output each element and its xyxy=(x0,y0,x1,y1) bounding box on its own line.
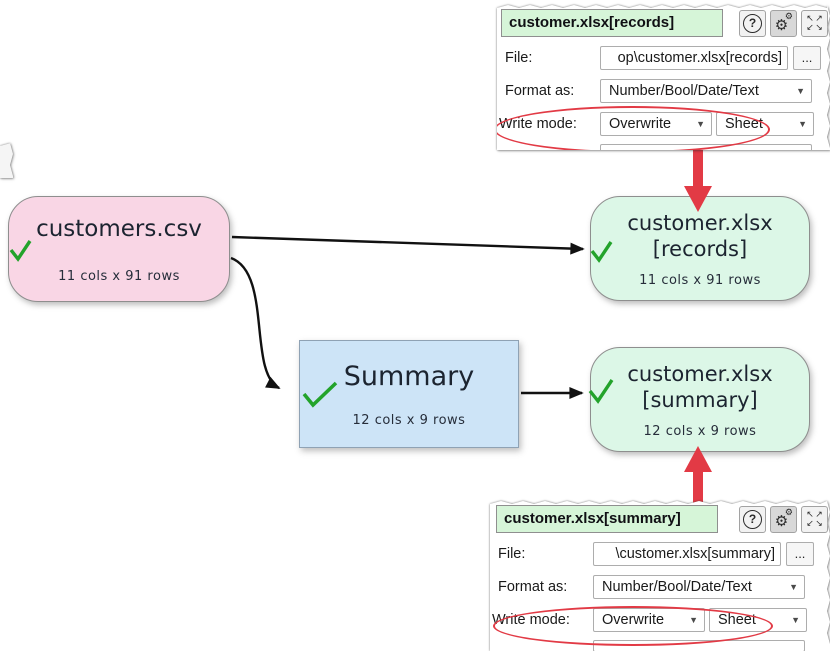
gear-icon: ⚙ xyxy=(774,512,789,530)
red-annotation-arrow-up-icon xyxy=(684,446,712,508)
chevron-down-icon: ▼ xyxy=(696,119,705,129)
chevron-down-icon: ▼ xyxy=(796,86,805,96)
node-title: Summary xyxy=(343,360,475,392)
write-mode-label: Write mode: xyxy=(492,612,570,628)
panel-titlebar: customer.xlsx[records] ? ⚙ ⚙ ↖↗↙↘ xyxy=(501,9,828,37)
file-input[interactable]: \customer.xlsx[summary] xyxy=(593,542,781,566)
node-customers-csv[interactable]: customers.csv 11 cols x 91 rows xyxy=(8,196,230,302)
chevron-down-icon: ▼ xyxy=(689,615,698,625)
connector-source-to-summary xyxy=(230,256,281,390)
clipped-next-field xyxy=(593,640,805,651)
panel-title: customer.xlsx[records] xyxy=(501,9,723,37)
write-mode-select[interactable]: Overwrite ▼ xyxy=(593,608,705,632)
node-customer-xlsx-summary[interactable]: customer.xlsx [summary] 12 cols x 9 rows xyxy=(590,347,810,452)
node-summary-transform[interactable]: Summary 12 cols x 9 rows xyxy=(299,340,519,448)
node-title: customer.xlsx [records] xyxy=(627,210,773,261)
write-mode-select[interactable]: Overwrite ▼ xyxy=(600,112,712,136)
help-button[interactable]: ? xyxy=(739,9,766,37)
format-as-select[interactable]: Number/Bool/Date/Text ▼ xyxy=(600,79,812,103)
gear-small-icon: ⚙ xyxy=(784,506,793,517)
help-icon: ? xyxy=(743,509,762,529)
expand-button[interactable]: ↖↗↙↘ xyxy=(801,505,828,533)
browse-button[interactable]: ... xyxy=(786,542,814,566)
node-customer-xlsx-records[interactable]: customer.xlsx [records] 11 cols x 91 row… xyxy=(590,196,810,301)
format-as-label: Format as: xyxy=(498,579,568,595)
connector-source-to-records xyxy=(231,235,585,255)
chevron-down-icon: ▼ xyxy=(798,119,807,129)
file-input[interactable]: op\customer.xlsx[records] xyxy=(600,46,788,70)
format-as-label: Format as: xyxy=(505,83,575,99)
expand-button[interactable]: ↖↗↙↘ xyxy=(801,9,828,37)
chevron-down-icon: ▼ xyxy=(791,615,800,625)
write-target-select[interactable]: Sheet ▼ xyxy=(709,608,807,632)
clipped-next-field xyxy=(600,144,812,150)
expand-icon: ↖↗↙↘ xyxy=(806,509,823,528)
node-stats: 11 cols x 91 rows xyxy=(58,268,180,284)
node-stats: 12 cols x 9 rows xyxy=(352,412,466,428)
help-icon: ? xyxy=(743,13,762,33)
expand-icon: ↖↗↙↘ xyxy=(806,13,823,32)
write-target-select[interactable]: Sheet ▼ xyxy=(716,112,814,136)
file-label: File: xyxy=(498,546,526,562)
left-edge-fragment xyxy=(0,143,13,178)
panel-title: customer.xlsx[summary] xyxy=(496,505,718,533)
panel-titlebar: customer.xlsx[summary] ? ⚙ ⚙ ↖↗↙↘ xyxy=(494,505,828,533)
format-as-select[interactable]: Number/Bool/Date/Text ▼ xyxy=(593,575,805,599)
settings-button[interactable]: ⚙ ⚙ xyxy=(770,505,797,533)
gear-icon: ⚙ xyxy=(774,16,789,34)
write-mode-label: Write mode: xyxy=(499,116,577,132)
node-title: customers.csv xyxy=(36,215,202,242)
summary-output-panel: customer.xlsx[summary] ? ⚙ ⚙ ↖↗↙↘ File: … xyxy=(490,501,830,651)
settings-button[interactable]: ⚙ ⚙ xyxy=(770,9,797,37)
browse-button[interactable]: ... xyxy=(793,46,821,70)
node-stats: 12 cols x 9 rows xyxy=(643,423,757,439)
node-stats: 11 cols x 91 rows xyxy=(639,272,761,288)
help-button[interactable]: ? xyxy=(739,505,766,533)
node-title: customer.xlsx [summary] xyxy=(627,361,773,412)
gear-small-icon: ⚙ xyxy=(784,10,793,21)
chevron-down-icon: ▼ xyxy=(789,582,798,592)
records-output-panel: customer.xlsx[records] ? ⚙ ⚙ ↖↗↙↘ File: … xyxy=(497,5,830,150)
file-label: File: xyxy=(505,50,533,66)
